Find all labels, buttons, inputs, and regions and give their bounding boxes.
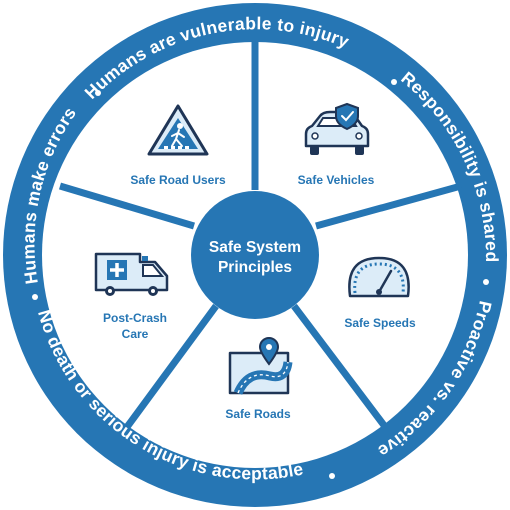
segment-safe-vehicles: Safe Vehicles <box>298 102 375 187</box>
segment-post-crash-care: Post-Crash Care <box>94 252 169 341</box>
ambulance-icon <box>94 252 169 296</box>
road-map-pin-icon <box>228 337 293 395</box>
spoke-right <box>315 182 462 230</box>
ring-dot <box>483 279 489 285</box>
spokes <box>58 40 462 431</box>
speedometer-icon <box>348 256 410 298</box>
ring-separator-dots <box>32 79 489 479</box>
car-shield-icon <box>304 102 370 155</box>
ring-dot <box>391 79 397 85</box>
segment-safe-speeds: Safe Speeds <box>344 256 416 330</box>
segment-label-line2: Care <box>122 327 149 341</box>
spoke-lower-right <box>291 303 389 431</box>
center-label-line1: Safe System <box>209 239 301 256</box>
segment-safe-roads: Safe Roads <box>225 337 293 421</box>
pedestrian-crossing-sign-icon <box>147 104 209 156</box>
ring-dot <box>95 90 101 96</box>
segment-safe-road-users: Safe Road Users <box>130 104 226 187</box>
ring-dot <box>329 473 335 479</box>
spoke-left <box>58 182 196 230</box>
ring-dot <box>32 294 38 300</box>
segment-label: Safe Vehicles <box>298 173 375 187</box>
segment-label: Safe Roads <box>225 407 291 421</box>
segment-label: Safe Road Users <box>130 173 226 187</box>
center-label-line2: Principles <box>218 259 292 276</box>
segment-label: Safe Speeds <box>344 316 416 330</box>
center-hub <box>191 191 319 319</box>
segment-label-line1: Post-Crash <box>103 311 167 325</box>
spoke-lower-left <box>124 303 219 430</box>
